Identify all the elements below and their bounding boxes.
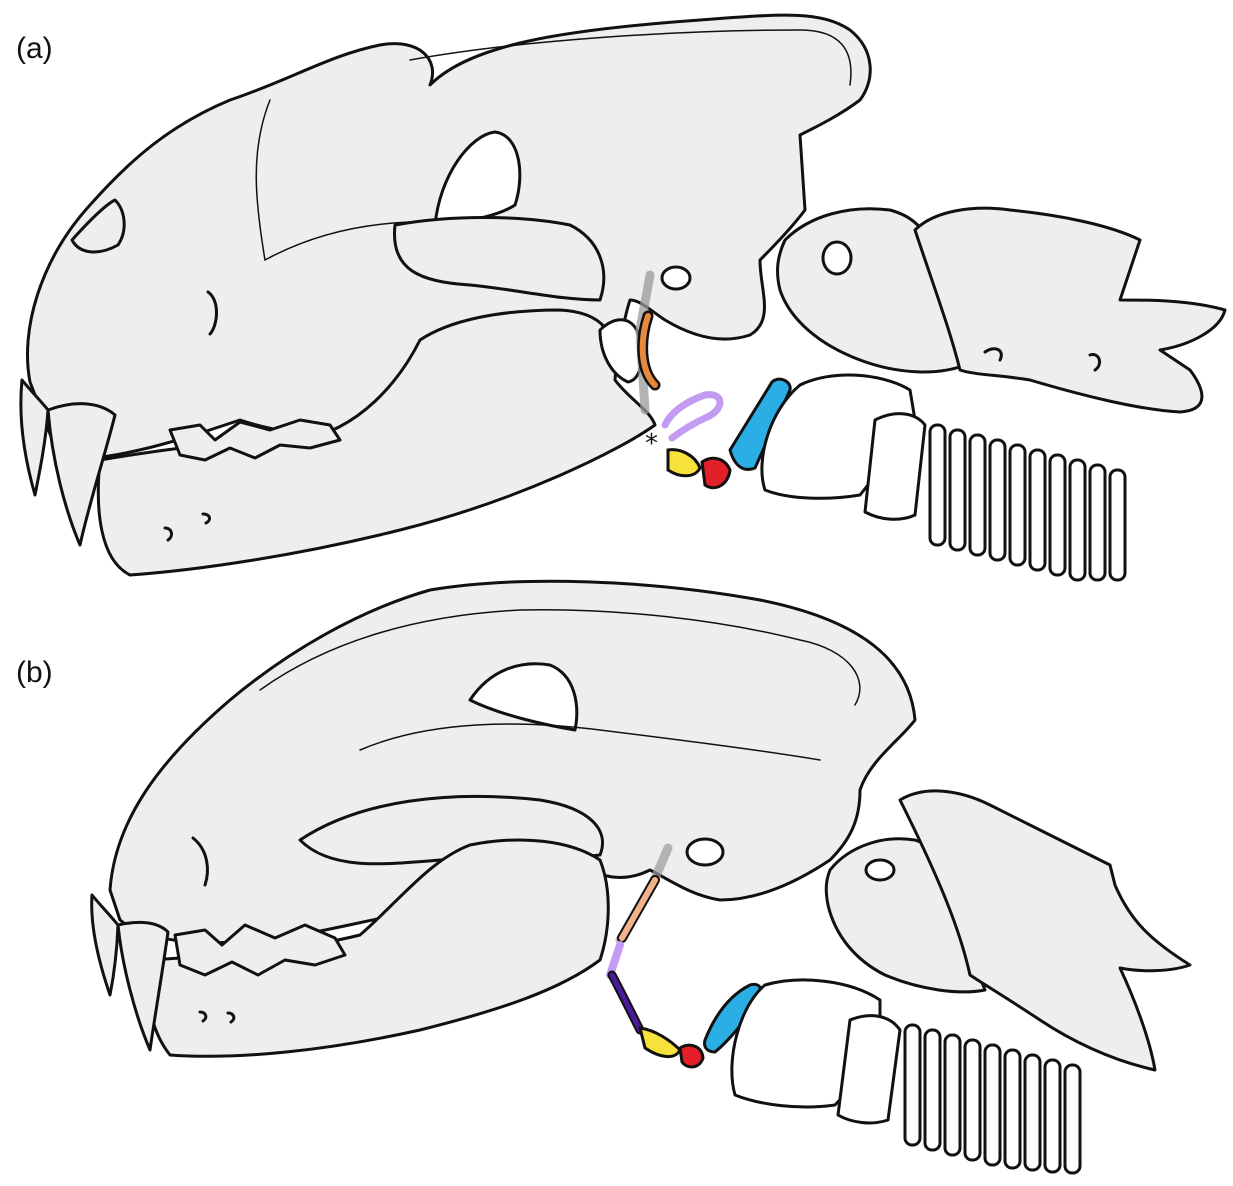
panel-a-trachea [930,425,1125,580]
panel-b-trachea [905,1025,1080,1173]
panel-a-ear-opening [662,267,690,289]
panel-b-ceratohyoid [640,1028,680,1057]
panel-a-cricoid-cartilage [865,414,925,520]
panel-a-atlas-foramen [823,242,851,274]
panel-b-label: (b) [16,656,53,689]
panel-b-stylohyoid-orange-fill [622,880,655,938]
panel-b-ear-opening [687,839,723,865]
panel-b-incisors [92,895,118,995]
panel-b-atlas-foramen [866,860,894,880]
panel-a-asterisk: * [645,429,658,459]
panel-a-ceratohyoid [668,450,700,476]
panel-b: (b) [16,581,1190,1173]
panel-b-basihyoid [680,1045,703,1067]
panel-a-label: (a) [16,32,53,65]
panel-a: (a) * [16,15,1225,580]
panel-b-epihyoid-lavender [610,945,620,975]
panel-b-epihyoid-purple-fill [612,975,640,1030]
panel-a-axis [915,208,1225,412]
panel-a-epihyoid-ligament [665,395,720,438]
panel-b-cricoid-cartilage [838,1016,900,1123]
panel-a-basihyoid [702,458,730,487]
